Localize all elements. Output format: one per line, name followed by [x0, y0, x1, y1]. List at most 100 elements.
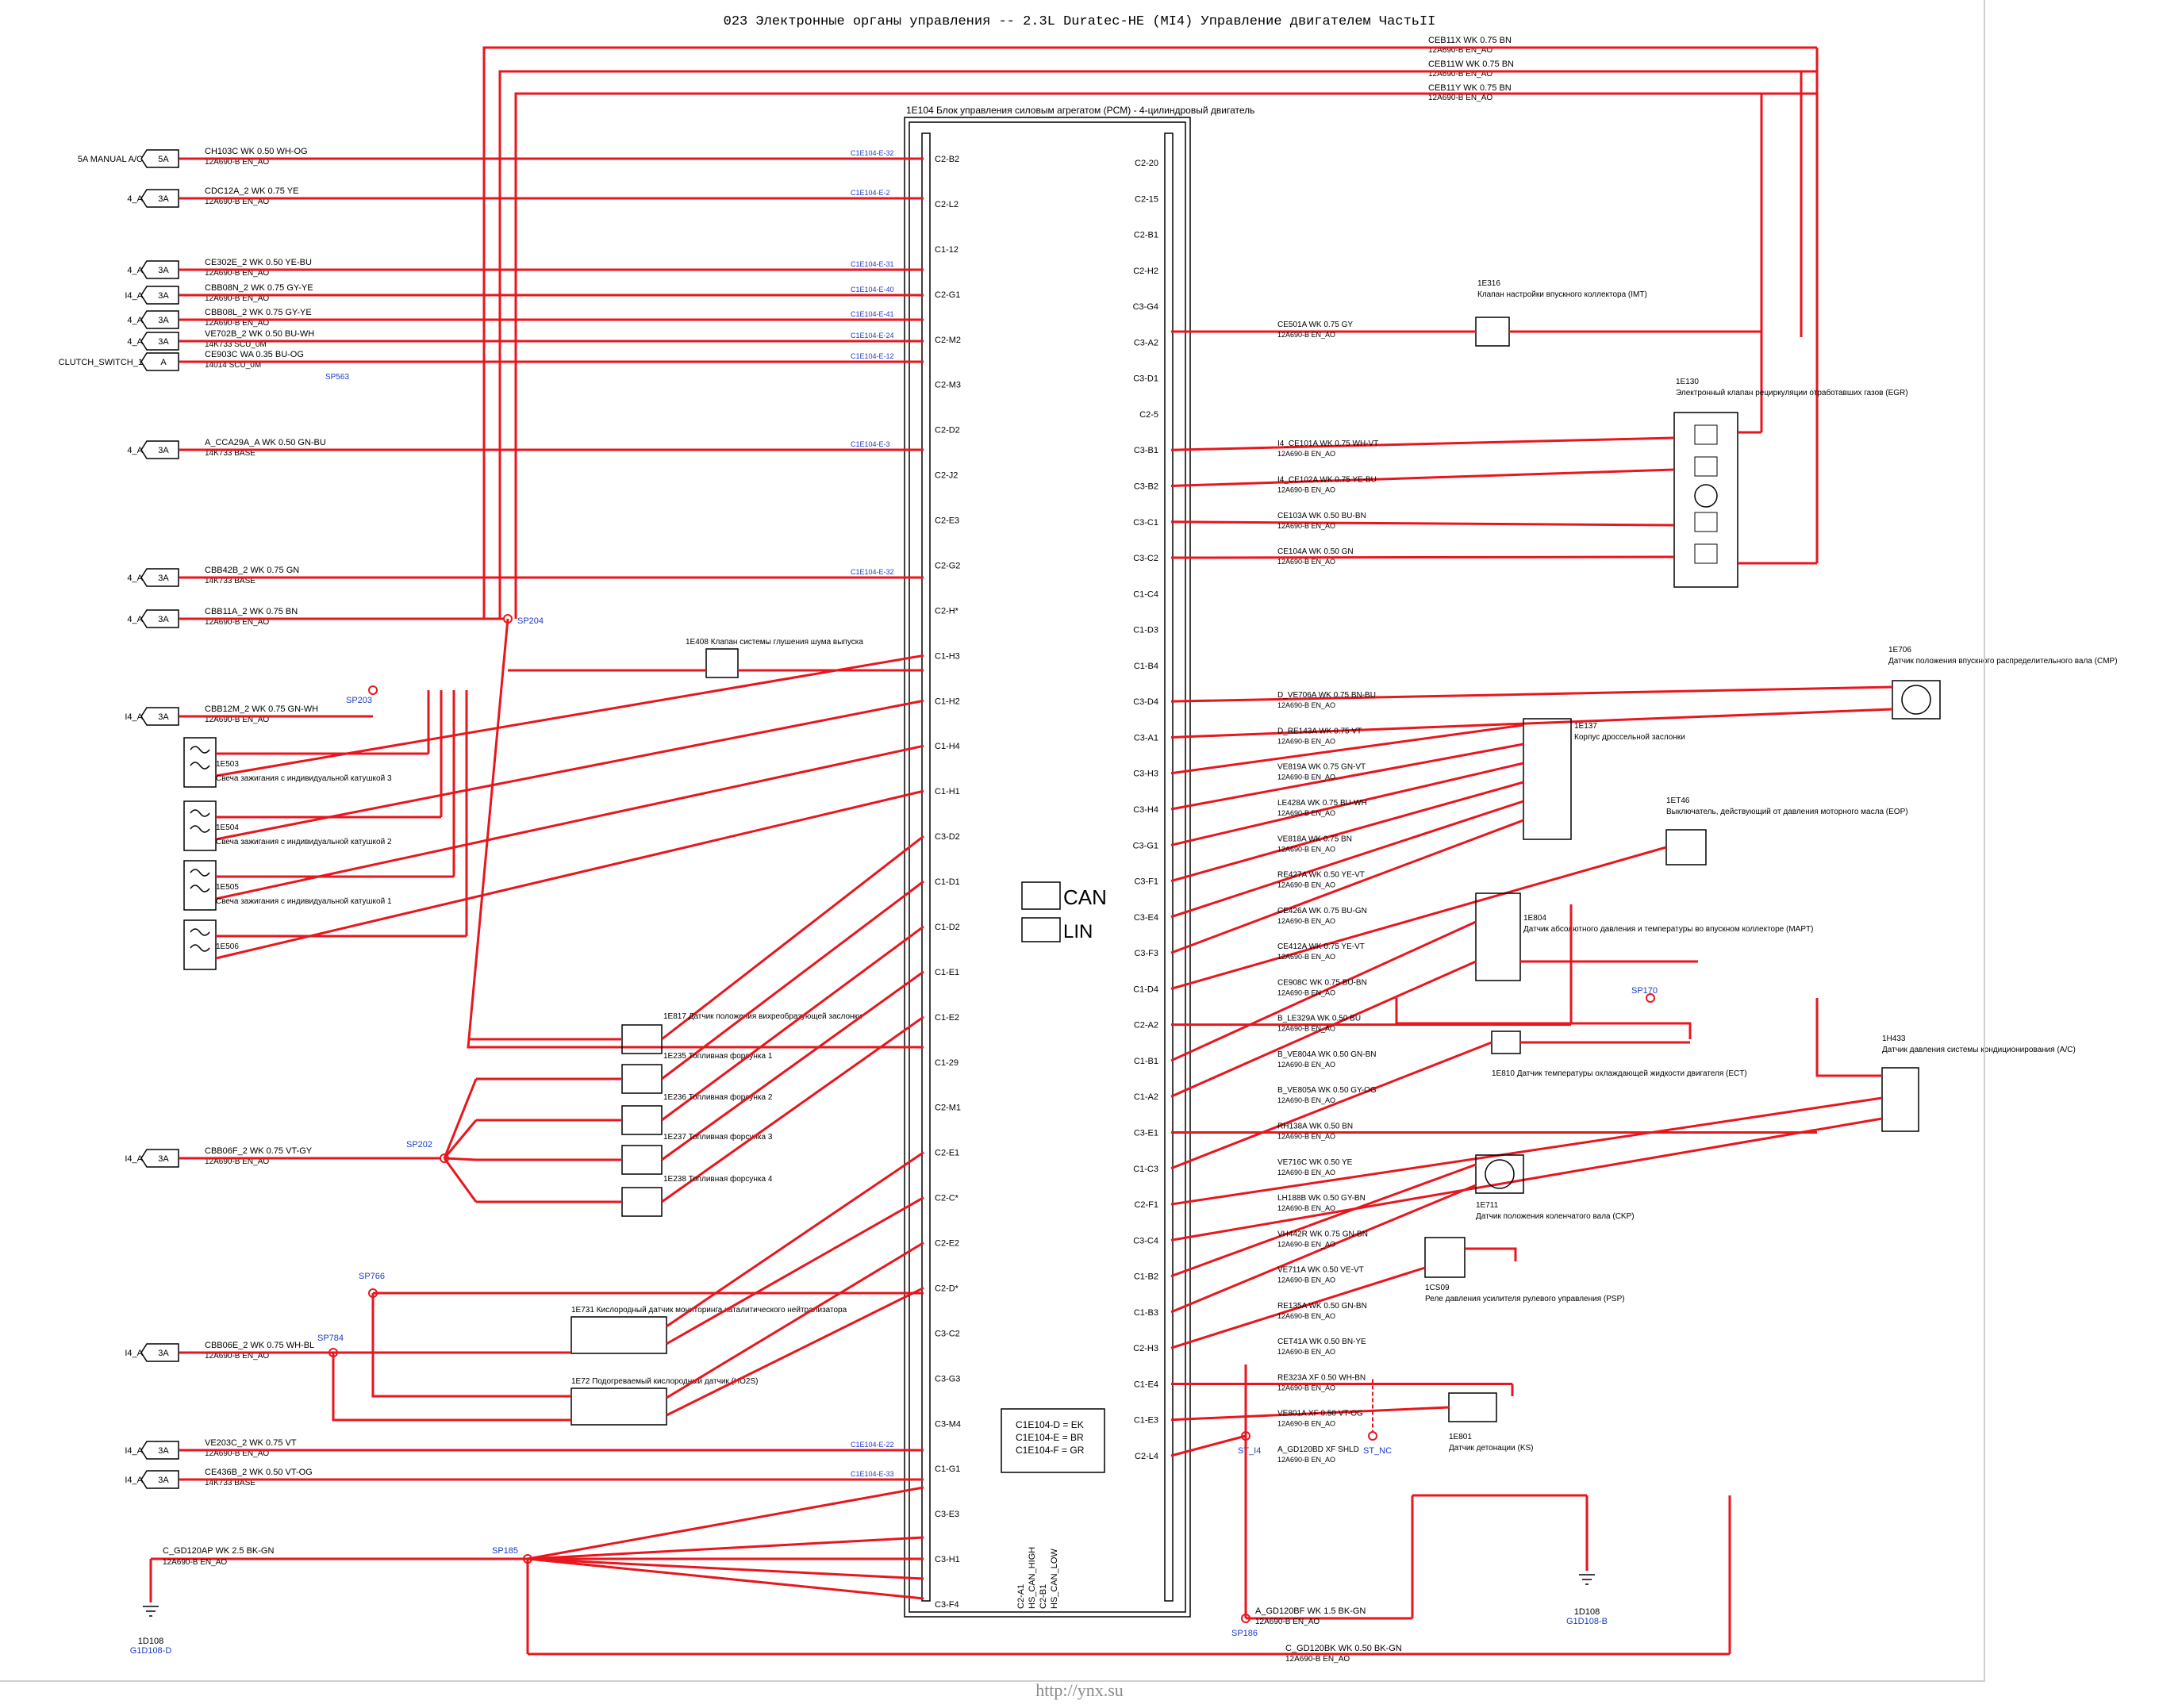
pcm-left-pin: C3-C2 — [935, 1329, 960, 1338]
ks-1e801-box — [1448, 1392, 1497, 1422]
wire-sublabel: 12A690-B EN_AO — [1277, 917, 1335, 925]
component-id: 1E506 — [216, 942, 239, 951]
wire-sublabel: 12A690-B EN_AO — [1277, 1169, 1335, 1176]
can-bus-label: HS_CAN_HIGH — [1028, 1547, 1037, 1609]
ks-wire — [1170, 1406, 1450, 1422]
component-name: Датчик детонации (KS) — [1449, 1444, 1534, 1453]
ground-symbol — [1579, 1574, 1595, 1585]
fuse-source-label: 4_A — [127, 615, 143, 624]
wire-label: B_VE804A WK 0.50 GN-BN — [1277, 1050, 1377, 1059]
component-id: 1E130 — [1676, 378, 1699, 386]
eop-1et46-box — [1665, 829, 1707, 866]
pcm-right-pin: C1-B3 — [1134, 1308, 1158, 1318]
pcm-right-pin: C2-H2 — [1133, 267, 1158, 276]
pcm-right-pin: C2-H3 — [1133, 1344, 1158, 1353]
injector-box — [621, 1187, 663, 1217]
component-label: 1E235 Топливная форсунка 1 — [663, 1051, 773, 1061]
component-id: 1H433 — [1882, 1034, 1906, 1043]
wire-sublabel: 12A690-B EN_AO — [1277, 988, 1335, 996]
fuse-tag — [140, 440, 179, 459]
fuse-source-label: 4_A — [127, 194, 143, 204]
component-id: 1E711 — [1476, 1201, 1499, 1210]
fuse-source-label: 4_A — [127, 316, 143, 325]
top-loop-wire — [514, 92, 1817, 619]
wire-sublabel: 12A690-B EN_AO — [1277, 809, 1335, 817]
wire-label: VE801A XF 0.50 VT-OG — [1277, 1410, 1363, 1418]
injector-branch — [444, 1157, 477, 1161]
pcm-right-pin: C3-C4 — [1133, 1236, 1158, 1245]
injector-branch — [443, 1157, 478, 1203]
psp-1cs09-box — [1424, 1237, 1466, 1278]
connector-pin-link: C1E104-E-32 — [851, 568, 894, 576]
pcm-left-pin: C1-29 — [935, 1058, 958, 1068]
wire-sublabel: 12A690-B EN_AO — [1285, 1655, 1350, 1664]
splice-label: SP185 — [492, 1546, 518, 1556]
ckp-wire — [1170, 1184, 1477, 1314]
wire-label: I4_CE102A WK 0.75 YE-BU — [1277, 476, 1377, 485]
egr-wire — [1170, 436, 1675, 451]
egr-wire — [1170, 555, 1675, 559]
wire-sublabel: 12A690-B EN_AO — [205, 618, 269, 627]
wire-sublabel: 12A690-B EN_AO — [205, 319, 269, 328]
wire-sublabel: 12A690-B EN_AO — [1277, 1061, 1335, 1069]
lin-symbol — [1021, 917, 1061, 942]
pcm-right-pin: C1-E4 — [1134, 1380, 1158, 1389]
pcm-left-pin: C3-G3 — [935, 1374, 960, 1384]
wire-label: VE203C_2 WK 0.75 VT — [205, 1438, 297, 1448]
pcm-left-connector — [921, 132, 931, 1602]
splice-label: SP204 — [517, 616, 544, 626]
throttle-wire — [1170, 743, 1524, 811]
wire-label: CE501A WK 0.75 GY — [1277, 320, 1353, 329]
wire-sublabel: 14K733 BASE — [205, 449, 255, 458]
pcm-left-pin: C2-H* — [935, 606, 959, 616]
hego-1e731-box — [570, 1316, 667, 1354]
cmp-wire-1 — [1170, 685, 1893, 703]
wire-label: CBB42B_2 WK 0.75 GN — [205, 566, 299, 575]
frame-right-border — [1984, 0, 1985, 1682]
egr-wire — [1170, 520, 1675, 527]
egr-coil — [1694, 512, 1718, 532]
fuse-tag-text: 3A — [158, 446, 169, 455]
ignition-coil-box — [183, 737, 217, 788]
wire-sublabel: 12A690-B EN_AO — [1277, 1420, 1335, 1428]
wire-label: RE135A WK 0.50 GN-BN — [1277, 1302, 1367, 1311]
fuse-source-label: I4_A — [125, 1154, 143, 1164]
wire-label: CE426A WK 0.75 BU-GN — [1277, 907, 1367, 915]
component-label: 1E72 Подогреваемый кислородный датчик (H… — [571, 1377, 758, 1386]
component-id: 1E504 — [216, 823, 239, 832]
wire-label: RE323A XF 0.50 WH-BN — [1277, 1373, 1366, 1382]
ground-fan-wire — [527, 1536, 924, 1560]
cmp-wire-2 — [1170, 708, 1893, 739]
pcm-right-pin: C3-C1 — [1133, 518, 1158, 528]
pcm-left-pin: C1-E2 — [935, 1013, 959, 1023]
ground-id: 1D108 — [1574, 1607, 1600, 1617]
component-name: Корпус дроссельной заслонки — [1574, 733, 1685, 742]
pcm-left-pin: C2-L2 — [935, 200, 958, 209]
wire-sublabel: 14K733 BASE — [205, 1479, 255, 1487]
ground-fan-wire — [527, 1557, 924, 1600]
injector-signal — [661, 880, 924, 1080]
pcm-left-pin: C2-D2 — [935, 426, 960, 436]
wire-sublabel: 12A690-B EN_AO — [1277, 1456, 1335, 1464]
splice-label: ST_NC — [1363, 1446, 1392, 1456]
pcm-right-pin: C1-B4 — [1134, 662, 1158, 671]
wire-label: CBB06E_2 WK 0.75 WH-BL — [205, 1341, 314, 1350]
component-id: 1E801 — [1449, 1433, 1472, 1441]
splice-sp203 — [368, 685, 378, 695]
coil-signal-wire — [215, 654, 924, 777]
connector-legend-item: C1E104-F = GR — [1016, 1445, 1085, 1456]
pcm-right-pin: C3-F3 — [1134, 949, 1158, 958]
pcm-box — [904, 117, 1191, 1618]
component-name: Электронный клапан рециркуляции отработа… — [1676, 388, 1908, 397]
splice-label: ST_I4 — [1238, 1446, 1261, 1456]
component-id: 1E505 — [216, 883, 239, 892]
injector-signal — [661, 970, 924, 1161]
egr-wire — [1170, 468, 1675, 487]
wire-label: VE818A WK 0.75 BN — [1277, 835, 1352, 843]
fuse-tag — [140, 1441, 179, 1460]
ground-id: 1D108 — [138, 1637, 163, 1646]
connector-pin-link: C1E104-E-2 — [851, 189, 890, 197]
pcm-left-pin: C2-J2 — [935, 471, 958, 481]
top-wire-sublabel: 12A690-B EN_AO — [1428, 46, 1492, 55]
